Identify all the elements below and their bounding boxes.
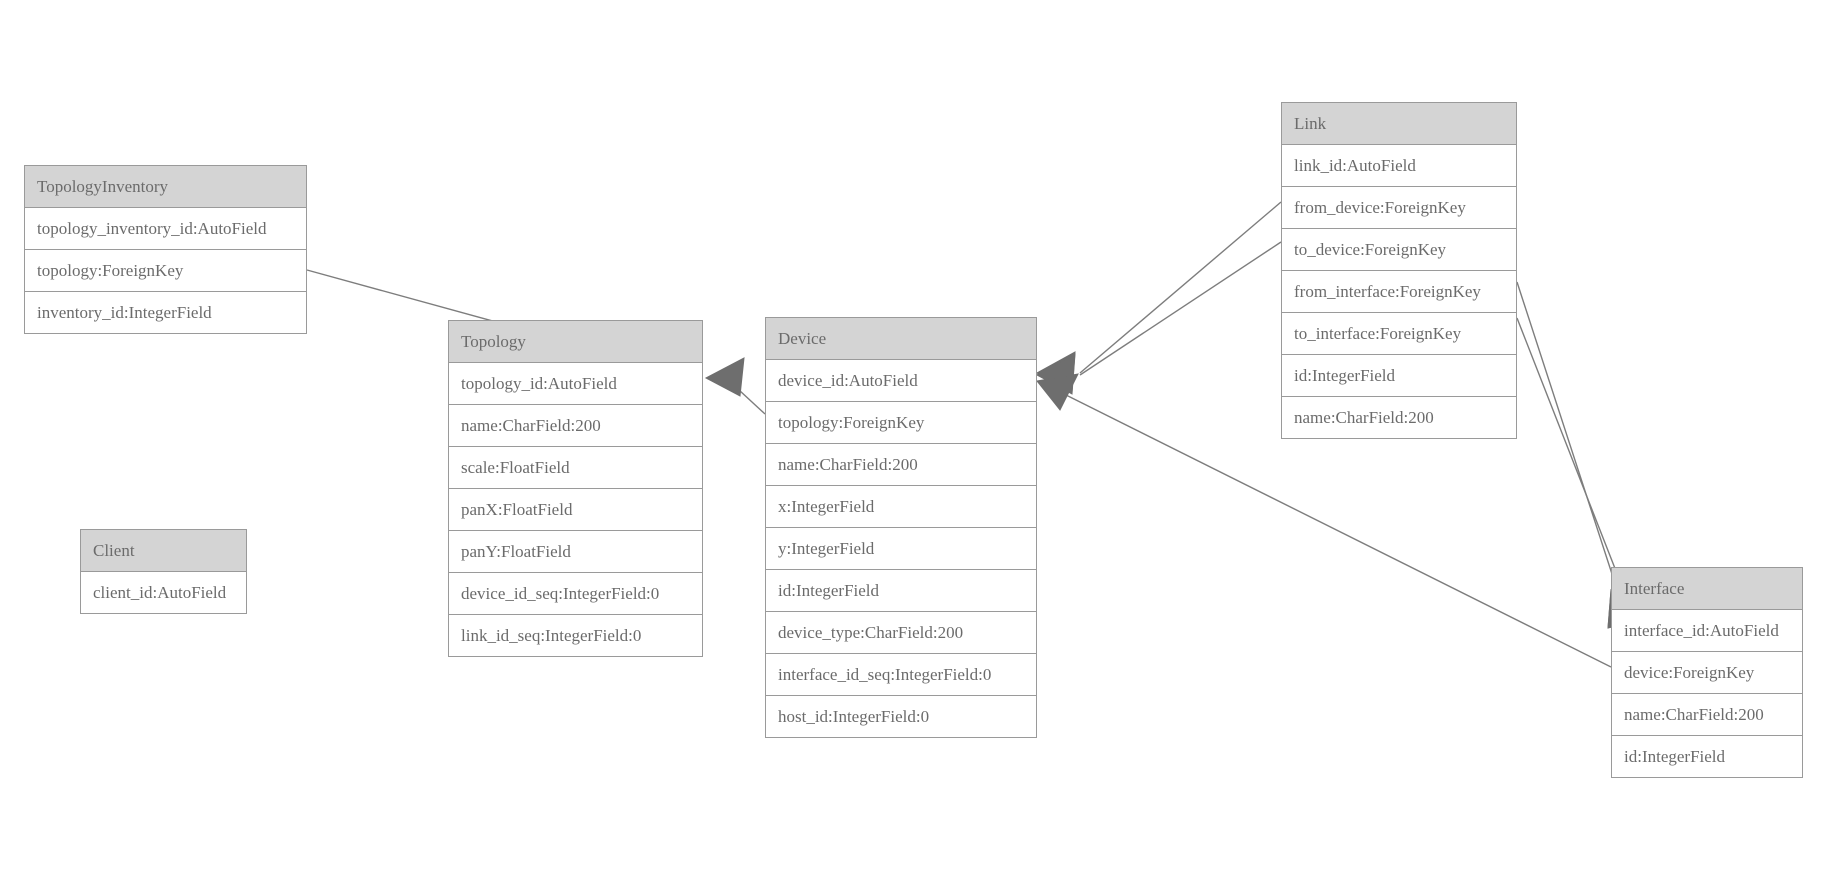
entity-fields-client: client_id:AutoField — [81, 572, 246, 613]
entity-field[interactable]: id:IntegerField — [766, 570, 1036, 612]
entity-field[interactable]: device_type:CharField:200 — [766, 612, 1036, 654]
rel-link-to-device — [1035, 241, 1282, 395]
entity-field[interactable]: y:IntegerField — [766, 528, 1036, 570]
entity-field[interactable]: device_id_seq:IntegerField:0 — [449, 573, 702, 615]
relationship-line — [1079, 241, 1282, 376]
entity-field[interactable]: link_id:AutoField — [1282, 145, 1516, 187]
entity-field[interactable]: host_id:IntegerField:0 — [766, 696, 1036, 737]
entity-field[interactable]: interface_id:AutoField — [1612, 610, 1802, 652]
entity-field[interactable]: interface_id_seq:IntegerField:0 — [766, 654, 1036, 696]
relationship-arrowhead — [1036, 373, 1079, 411]
entity-title-link: Link — [1282, 103, 1516, 145]
entity-field[interactable]: name:CharField:200 — [449, 405, 702, 447]
entity-field[interactable]: name:CharField:200 — [1282, 397, 1516, 438]
entity-field[interactable]: topology:ForeignKey — [766, 402, 1036, 444]
entity-title-client: Client — [81, 530, 246, 572]
entity-field[interactable]: x:IntegerField — [766, 486, 1036, 528]
relationship-line — [1079, 201, 1282, 374]
entity-title-device: Device — [766, 318, 1036, 360]
entity-field[interactable]: device:ForeignKey — [1612, 652, 1802, 694]
entity-field[interactable]: to_device:ForeignKey — [1282, 229, 1516, 271]
entity-field[interactable]: from_device:ForeignKey — [1282, 187, 1516, 229]
entity-field[interactable]: client_id:AutoField — [81, 572, 246, 613]
entity-field[interactable]: inventory_id:IntegerField — [25, 292, 306, 333]
relationship-arrowhead — [704, 357, 745, 397]
entity-field[interactable]: topology_inventory_id:AutoField — [25, 208, 306, 250]
rel-device-topology — [704, 357, 766, 415]
relationship-line — [1516, 281, 1627, 618]
entity-title-topology: Topology — [449, 321, 702, 363]
entity-field[interactable]: topology:ForeignKey — [25, 250, 306, 292]
entity-field[interactable]: link_id_seq:IntegerField:0 — [449, 615, 702, 656]
entity-field[interactable]: to_interface:ForeignKey — [1282, 313, 1516, 355]
entity-field[interactable]: id:IntegerField — [1282, 355, 1516, 397]
entity-field[interactable]: panX:FloatField — [449, 489, 702, 531]
relationship-arrowhead — [1035, 351, 1076, 393]
entity-field[interactable]: topology_id:AutoField — [449, 363, 702, 405]
entity-field[interactable]: panY:FloatField — [449, 531, 702, 573]
entity-title-interface: Interface — [1612, 568, 1802, 610]
relationship-arrowhead — [1035, 353, 1076, 395]
entity-title-topology_inventory: TopologyInventory — [25, 166, 306, 208]
entity-field[interactable]: name:CharField:200 — [1612, 694, 1802, 736]
entity-field[interactable]: id:IntegerField — [1612, 736, 1802, 777]
relationship-line — [725, 377, 766, 415]
entity-field[interactable]: scale:FloatField — [449, 447, 702, 489]
entity-field[interactable]: name:CharField:200 — [766, 444, 1036, 486]
rel-link-from-device — [1035, 201, 1282, 393]
entity-field[interactable]: from_interface:ForeignKey — [1282, 271, 1516, 313]
entity-field[interactable]: device_id:AutoField — [766, 360, 1036, 402]
